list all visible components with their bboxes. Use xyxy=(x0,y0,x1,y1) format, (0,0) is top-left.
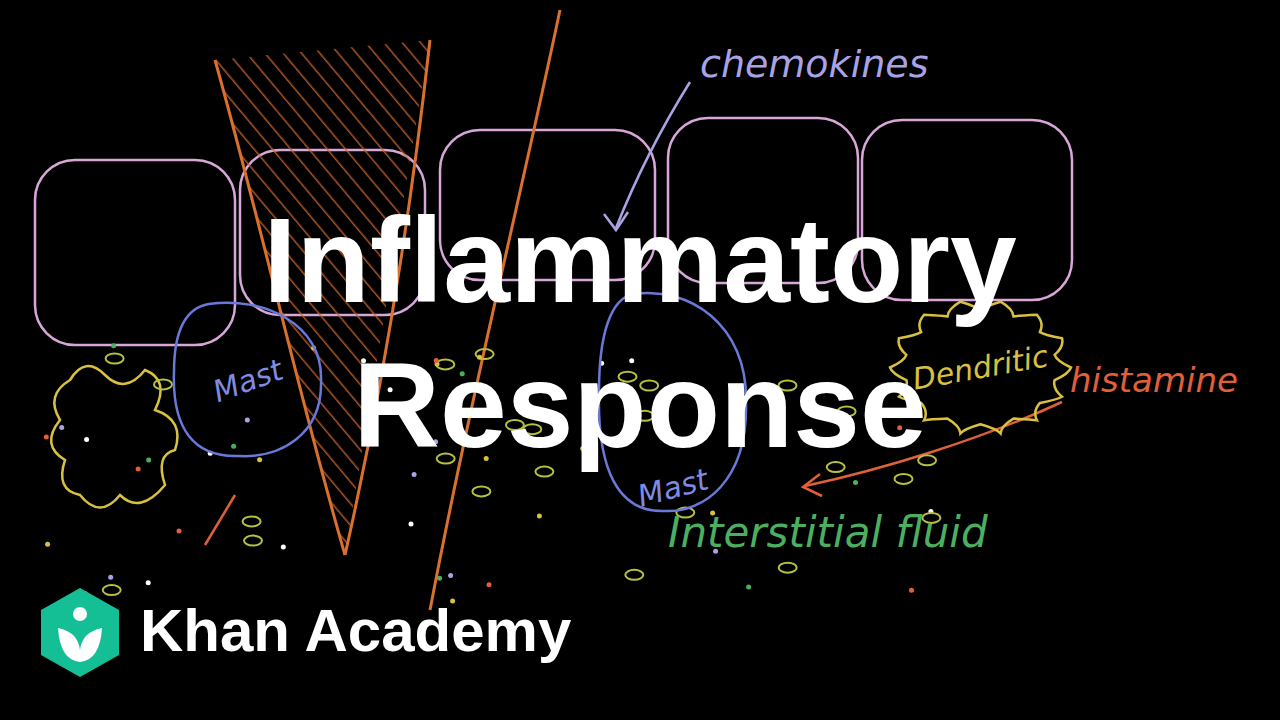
video-title: Inflammatory Response xyxy=(240,188,1040,478)
molecule-dot xyxy=(448,573,453,578)
leader-arrows xyxy=(205,82,1062,545)
histamine-label: histamine xyxy=(1070,360,1238,400)
fluid-label: Interstitial fluid xyxy=(668,508,988,557)
molecule-dot xyxy=(84,437,89,442)
molecule-dot xyxy=(244,536,262,546)
molecule-dot xyxy=(409,521,414,526)
cell-border xyxy=(174,303,321,456)
molecule-dot xyxy=(106,354,124,364)
cell-border xyxy=(890,302,1071,434)
molecule-dot xyxy=(59,425,64,430)
brand-name: Khan Academy xyxy=(140,596,571,665)
molecule-dot xyxy=(243,516,261,526)
molecule-dot xyxy=(412,472,417,477)
molecule-dot xyxy=(136,467,141,472)
molecule-dot xyxy=(472,486,490,496)
molecule-dot xyxy=(746,585,751,590)
molecule-dot xyxy=(779,563,797,573)
molecule-dot xyxy=(437,576,442,581)
molecule-dot xyxy=(154,379,172,389)
molecule-dot xyxy=(177,528,182,533)
molecule-dot xyxy=(909,588,914,593)
cell-name: Dendritic xyxy=(910,338,1051,396)
molecule-dot xyxy=(281,545,286,550)
chemokine-label: chemokines xyxy=(700,42,928,86)
molecule-dot xyxy=(108,575,113,580)
molecule-dot xyxy=(245,417,250,422)
cell-name: Mast xyxy=(208,351,287,408)
molecule-dot xyxy=(895,474,913,484)
molecule-dot xyxy=(257,457,262,462)
molecule-dot xyxy=(45,542,50,547)
molecule-dot xyxy=(44,435,49,440)
molecule-dot xyxy=(146,457,151,462)
molecule-dot xyxy=(146,580,151,585)
logo-mark xyxy=(41,588,119,677)
dendritic-cell xyxy=(51,366,177,507)
molecule-dot xyxy=(537,514,542,519)
molecule-dot xyxy=(853,480,858,485)
molecule-dot xyxy=(231,444,236,449)
molecule-dot xyxy=(103,585,121,595)
molecule-dot xyxy=(487,582,492,587)
molecule-dot xyxy=(111,343,116,348)
molecule-dot xyxy=(625,570,643,580)
